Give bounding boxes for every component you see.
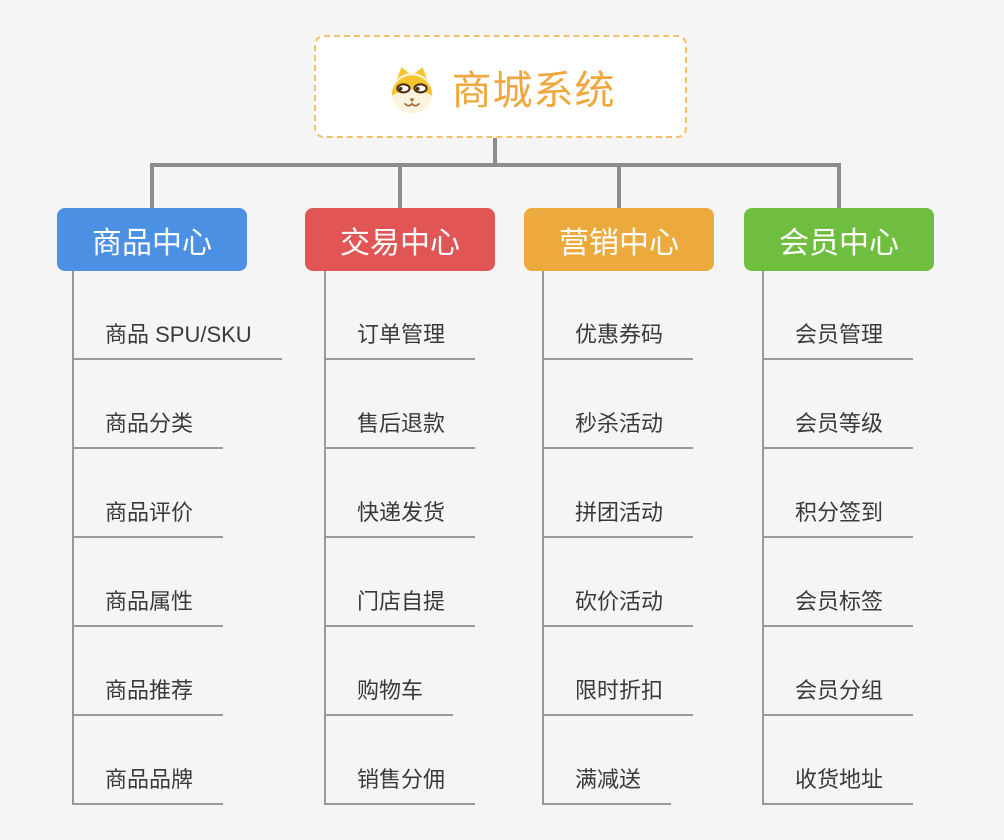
leaf-label: 快递发货 bbox=[324, 495, 476, 538]
leaf-label: 销售分佣 bbox=[324, 762, 476, 805]
leaf-label: 商品分类 bbox=[72, 406, 224, 449]
connector-root-stub bbox=[493, 138, 497, 167]
branch-trade-children: 订单管理 售后退款 快递发货 门店自提 购物车 销售分佣 bbox=[324, 271, 476, 805]
branch-marketing-children: 优惠券码 秒杀活动 拼团活动 砍价活动 限时折扣 满减送 bbox=[542, 271, 694, 805]
leaf-label: 砍价活动 bbox=[542, 584, 694, 627]
connector-branch-spine bbox=[72, 271, 74, 805]
leaf-node[interactable]: 满减送 bbox=[542, 716, 693, 805]
leaf-node[interactable]: 会员管理 bbox=[762, 271, 914, 360]
leaf-node[interactable]: 商品品牌 bbox=[72, 716, 282, 805]
leaf-node[interactable]: 积分签到 bbox=[762, 449, 914, 538]
root-node[interactable]: 商城系统 bbox=[314, 35, 687, 138]
root-title: 商城系统 bbox=[451, 68, 616, 113]
leaf-label: 会员等级 bbox=[762, 406, 914, 449]
leaf-node[interactable]: 订单管理 bbox=[324, 271, 476, 360]
leaf-node[interactable]: 快递发货 bbox=[324, 449, 476, 538]
connector-horizontal-rail bbox=[150, 163, 841, 167]
branch-trade-center[interactable]: 交易中心 bbox=[305, 208, 495, 271]
leaf-label: 优惠券码 bbox=[542, 317, 694, 360]
branch-product-children: 商品 SPU/SKU 商品分类 商品评价 商品属性 商品推荐 商品品牌 bbox=[72, 271, 282, 805]
leaf-node[interactable]: 门店自提 bbox=[324, 538, 476, 627]
leaf-label: 秒杀活动 bbox=[542, 406, 694, 449]
connector-drop-marketing bbox=[617, 167, 621, 208]
leaf-label: 会员管理 bbox=[762, 317, 914, 360]
leaf-label: 商品 SPU/SKU bbox=[72, 317, 282, 360]
connector-drop-product bbox=[150, 167, 154, 208]
leaf-label: 拼团活动 bbox=[542, 495, 694, 538]
shiba-dog-mascot-icon bbox=[391, 66, 432, 114]
leaf-node[interactable]: 商品推荐 bbox=[72, 627, 282, 716]
leaf-node[interactable]: 售后退款 bbox=[324, 360, 476, 449]
leaf-label: 售后退款 bbox=[324, 406, 476, 449]
leaf-node[interactable]: 销售分佣 bbox=[324, 716, 476, 805]
leaf-label: 积分签到 bbox=[762, 495, 914, 538]
connector-drop-trade bbox=[398, 167, 402, 208]
leaf-label: 限时折扣 bbox=[542, 673, 694, 716]
leaf-label: 满减送 bbox=[542, 762, 672, 805]
leaf-node[interactable]: 拼团活动 bbox=[542, 449, 694, 538]
branch-member-center[interactable]: 会员中心 bbox=[744, 208, 934, 271]
leaf-label: 购物车 bbox=[324, 673, 454, 716]
leaf-node[interactable]: 商品分类 bbox=[72, 360, 282, 449]
connector-branch-spine bbox=[542, 271, 544, 805]
leaf-label: 商品属性 bbox=[72, 584, 224, 627]
leaf-node[interactable]: 优惠券码 bbox=[542, 271, 694, 360]
leaf-node[interactable]: 会员标签 bbox=[762, 538, 914, 627]
leaf-label: 商品品牌 bbox=[72, 762, 224, 805]
connector-branch-spine bbox=[762, 271, 764, 805]
leaf-label: 商品评价 bbox=[72, 495, 224, 538]
leaf-label: 商品推荐 bbox=[72, 673, 224, 716]
leaf-node[interactable]: 商品 SPU/SKU bbox=[72, 271, 282, 360]
leaf-label: 收货地址 bbox=[762, 762, 914, 805]
connector-drop-member bbox=[837, 167, 841, 208]
leaf-node[interactable]: 收货地址 bbox=[762, 716, 914, 805]
leaf-label: 门店自提 bbox=[324, 584, 476, 627]
leaf-node[interactable]: 会员等级 bbox=[762, 360, 914, 449]
leaf-node[interactable]: 秒杀活动 bbox=[542, 360, 694, 449]
connector-branch-spine bbox=[324, 271, 326, 805]
leaf-node[interactable]: 购物车 bbox=[324, 627, 475, 716]
leaf-label: 会员分组 bbox=[762, 673, 914, 716]
leaf-node[interactable]: 会员分组 bbox=[762, 627, 914, 716]
leaf-node[interactable]: 商品评价 bbox=[72, 449, 282, 538]
branch-product-center[interactable]: 商品中心 bbox=[57, 208, 247, 271]
leaf-label: 订单管理 bbox=[324, 317, 476, 360]
leaf-node[interactable]: 砍价活动 bbox=[542, 538, 694, 627]
branch-member-children: 会员管理 会员等级 积分签到 会员标签 会员分组 收货地址 bbox=[762, 271, 914, 805]
branch-marketing-center[interactable]: 营销中心 bbox=[524, 208, 714, 271]
leaf-label: 会员标签 bbox=[762, 584, 914, 627]
leaf-node[interactable]: 限时折扣 bbox=[542, 627, 694, 716]
leaf-node[interactable]: 商品属性 bbox=[72, 538, 282, 627]
